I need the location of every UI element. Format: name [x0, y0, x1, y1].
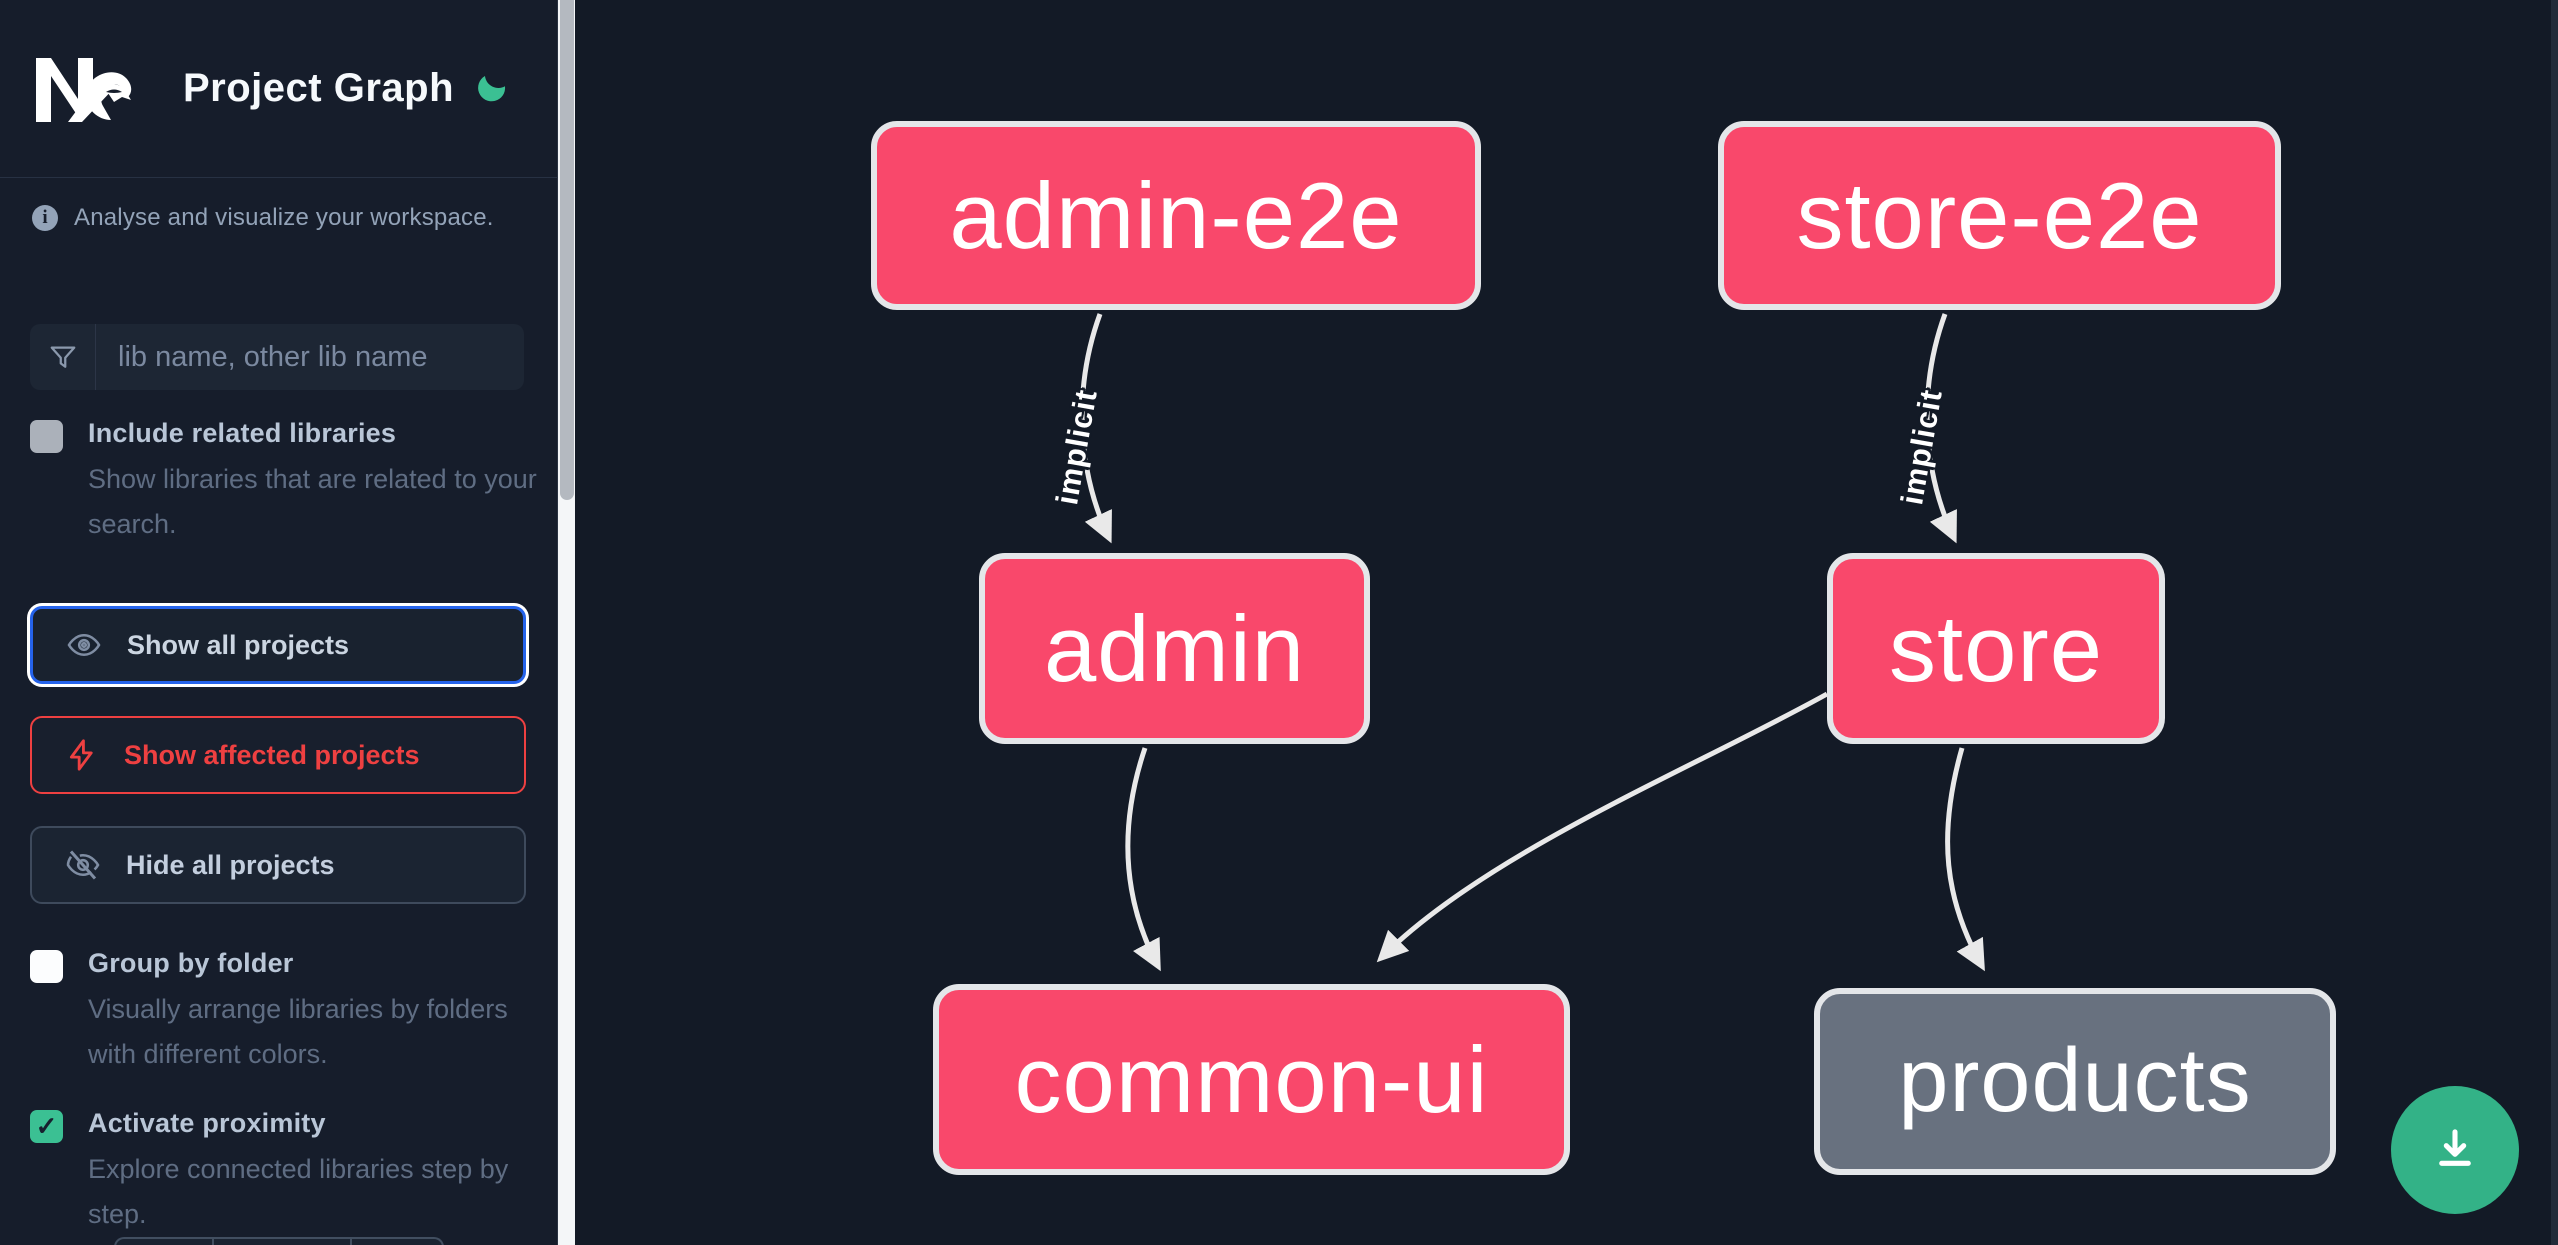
search-input[interactable] — [96, 324, 524, 390]
graph-canvas[interactable]: implicit implicit admin-e2e store-e2e ad… — [575, 0, 2558, 1245]
nx-logo-icon — [36, 58, 132, 122]
option-activate-proximity: ✓ Activate proximity Explore connected l… — [30, 1108, 508, 1237]
download-image-button[interactable] — [2391, 1086, 2519, 1214]
option-label: Activate proximity — [88, 1108, 326, 1138]
option-include-related: Include related libraries Show libraries… — [30, 418, 537, 547]
sidebar-scrollbar[interactable] — [557, 0, 575, 1245]
eye-off-icon — [66, 850, 100, 880]
show-affected-projects-button[interactable]: Show affected projects — [30, 716, 526, 794]
button-label: Show all projects — [127, 629, 350, 660]
option-description: Visually arrange libraries by folders wi… — [88, 994, 508, 1069]
workspace-info-row: i Analyse and visualize your workspace. — [32, 204, 494, 232]
download-icon — [2439, 1129, 2471, 1166]
graph-node-products[interactable]: products — [1814, 988, 2336, 1175]
edge-layer — [1079, 313, 1985, 972]
option-description: Show libraries that are related to your … — [88, 464, 537, 539]
page-scrollbar-strip — [2551, 0, 2558, 1245]
include-related-checkbox[interactable] — [30, 420, 63, 453]
graph-node-store-e2e[interactable]: store-e2e — [1718, 121, 2281, 310]
option-label: Include related libraries — [88, 418, 397, 448]
lightning-icon — [69, 739, 93, 771]
edge-store-to-common-ui — [1376, 691, 1829, 963]
graph-node-admin-e2e[interactable]: admin-e2e — [871, 121, 1481, 310]
graph-node-common-ui[interactable]: common-ui — [933, 984, 1570, 1175]
filter-funnel-icon — [30, 324, 96, 390]
page-title: Project Graph — [183, 66, 455, 110]
option-description: Explore connected libraries step by step… — [88, 1154, 509, 1229]
edge-store-to-products — [1945, 747, 1985, 972]
stepper-increment-button[interactable] — [350, 1239, 442, 1245]
info-icon: i — [32, 205, 58, 231]
edge-admin-e2e-to-admin — [1079, 313, 1112, 544]
activate-proximity-checkbox[interactable]: ✓ — [30, 1110, 63, 1143]
sidebar-scrollbar-thumb[interactable] — [560, 0, 574, 500]
option-group-by-folder: Group by folder Visually arrange librari… — [30, 948, 508, 1077]
eye-icon — [67, 633, 101, 657]
graph-node-admin[interactable]: admin — [979, 553, 1370, 744]
sidebar: Project Graph i Analyse and visualize yo… — [0, 0, 557, 1245]
workspace-tagline: Analyse and visualize your workspace. — [74, 204, 494, 231]
proximity-depth-stepper — [114, 1237, 444, 1245]
option-label: Group by folder — [88, 948, 294, 978]
show-all-projects-button[interactable]: Show all projects — [30, 606, 526, 684]
moon-icon — [478, 75, 506, 101]
stepper-value — [212, 1239, 350, 1245]
button-label: Show affected projects — [124, 739, 420, 770]
edge-admin-to-common-ui — [1125, 747, 1161, 972]
theme-toggle-button[interactable] — [472, 68, 512, 108]
sidebar-header: Project Graph — [0, 0, 557, 178]
search-box — [30, 324, 524, 390]
group-by-folder-checkbox[interactable] — [30, 950, 63, 983]
button-label: Hide all projects — [126, 849, 335, 880]
stepper-decrement-button[interactable] — [116, 1239, 212, 1245]
graph-node-store[interactable]: store — [1827, 553, 2165, 744]
edge-store-e2e-to-store — [1924, 313, 1957, 544]
hide-all-projects-button[interactable]: Hide all projects — [30, 826, 526, 904]
